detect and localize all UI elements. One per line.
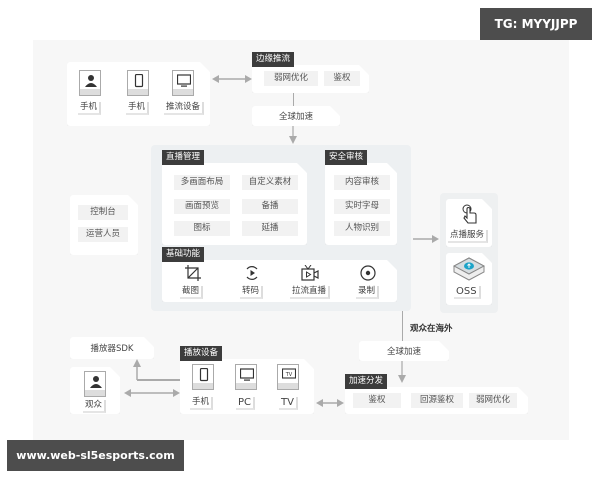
global-accel-label: 全球加速 xyxy=(386,347,421,357)
console-card: 控制台 运营人员 xyxy=(70,195,138,255)
monitor-icon xyxy=(240,368,254,382)
chip: 内容审核 xyxy=(334,175,390,190)
edge-push-tag: 边缘推流 xyxy=(252,52,295,67)
global-accel-label: 全球加速 xyxy=(278,112,313,122)
hand-touch-icon xyxy=(461,204,479,224)
chip: 实时字母 xyxy=(334,199,390,214)
chip-console: 控制台 xyxy=(78,205,128,220)
device-tv: TV xyxy=(277,364,299,390)
chip: 延播 xyxy=(242,221,298,236)
device-label: 手机 xyxy=(126,102,149,115)
arrow-down-icon xyxy=(398,361,406,383)
device-phone xyxy=(192,364,214,390)
connector-line xyxy=(293,93,294,107)
tv-play-icon xyxy=(301,265,319,281)
double-arrow-icon xyxy=(212,75,252,83)
device-label: 手机 xyxy=(190,397,213,410)
overseas-label: 观众在海外 xyxy=(410,324,453,334)
crop-icon xyxy=(185,265,201,281)
person-icon xyxy=(89,375,103,389)
chip-operator: 运营人员 xyxy=(78,227,128,242)
device-pc xyxy=(235,364,257,390)
oss-card[interactable]: OSS xyxy=(446,253,492,305)
device-label: 手机 xyxy=(78,102,101,115)
security-card: 内容审核 实时字母 人物识别 xyxy=(325,163,397,245)
basic-label: 录制 xyxy=(356,286,379,299)
connector-line xyxy=(402,311,403,341)
accel-dist-card: 鉴权 回源鉴权 弱网优化 xyxy=(345,387,528,414)
device-monitor xyxy=(172,70,194,96)
monitor-icon xyxy=(177,74,191,88)
audience-card: 观众 xyxy=(70,367,120,414)
audience-label: 观众 xyxy=(83,400,106,413)
global-accel-top: 全球加速 xyxy=(252,106,340,126)
chip: 备播 xyxy=(242,199,298,214)
watermark-bottom: www.web-sl5esports.com xyxy=(7,440,184,471)
device-label: TV xyxy=(279,397,298,410)
arrow-down-icon xyxy=(289,126,297,144)
double-arrow-icon xyxy=(124,389,180,397)
device-label: 推流设备 xyxy=(164,102,204,115)
chip: 多画面布局 xyxy=(174,175,230,190)
chip-auth: 鉴权 xyxy=(324,71,360,86)
arrow-up-icon xyxy=(133,359,141,380)
phone-icon xyxy=(197,368,211,382)
svg-text:TV: TV xyxy=(285,372,293,378)
global-accel-bottom: 全球加速 xyxy=(359,341,449,361)
connector-line xyxy=(137,379,181,381)
chip-auth: 鉴权 xyxy=(353,393,401,408)
push-devices-card: 手机 手机 推流设备 xyxy=(67,62,210,126)
person-icon xyxy=(84,74,98,88)
device-label: PC xyxy=(236,397,255,410)
double-arrow-icon xyxy=(316,399,344,407)
device-person xyxy=(84,371,106,397)
basic-label: 拉流直播 xyxy=(290,286,330,299)
record-icon xyxy=(360,265,376,281)
phone-icon xyxy=(132,74,146,88)
chip: 画面预览 xyxy=(174,199,230,214)
chip: 自定义素材 xyxy=(242,175,298,190)
chip-weak-net: 弱网优化 xyxy=(469,393,517,408)
chip-origin-auth: 回源鉴权 xyxy=(411,393,463,408)
player-sdk-card: 播放器SDK xyxy=(70,337,154,359)
arrow-right-icon xyxy=(413,235,439,243)
security-tag: 安全审核 xyxy=(325,150,368,165)
chip: 人物识别 xyxy=(334,221,390,236)
device-person xyxy=(79,70,101,96)
basic-label: 截图 xyxy=(180,286,203,299)
service-label: OSS xyxy=(454,286,481,299)
chip-weak-net: 弱网优化 xyxy=(264,71,318,86)
accel-dist-tag: 加速分发 xyxy=(345,374,388,389)
watermark-top: TG: MYYJJPP xyxy=(480,8,592,40)
edge-push-card: 弱网优化 鉴权 xyxy=(252,65,369,93)
basic-card: 截图 转码 拉流直播 录制 xyxy=(162,260,397,302)
service-label: 点播服务 xyxy=(448,230,488,243)
basic-label: 转码 xyxy=(240,286,263,299)
tv-icon: TV xyxy=(282,368,296,382)
oss-cloud-icon xyxy=(453,257,485,281)
chip: 图标 xyxy=(174,221,230,236)
transcode-icon xyxy=(244,265,260,281)
device-phone xyxy=(127,70,149,96)
play-devices-card: 手机 PC TV TV xyxy=(180,359,314,414)
player-sdk-label: 播放器SDK xyxy=(90,344,134,354)
vod-service-card[interactable]: 点播服务 xyxy=(446,199,492,247)
live-mgmt-card: 多画面布局 自定义素材 画面预览 备播 图标 延播 xyxy=(162,163,307,245)
basic-tag: 基础功能 xyxy=(162,247,205,262)
live-mgmt-tag: 直播管理 xyxy=(162,150,205,165)
play-devices-tag: 播放设备 xyxy=(180,346,223,361)
